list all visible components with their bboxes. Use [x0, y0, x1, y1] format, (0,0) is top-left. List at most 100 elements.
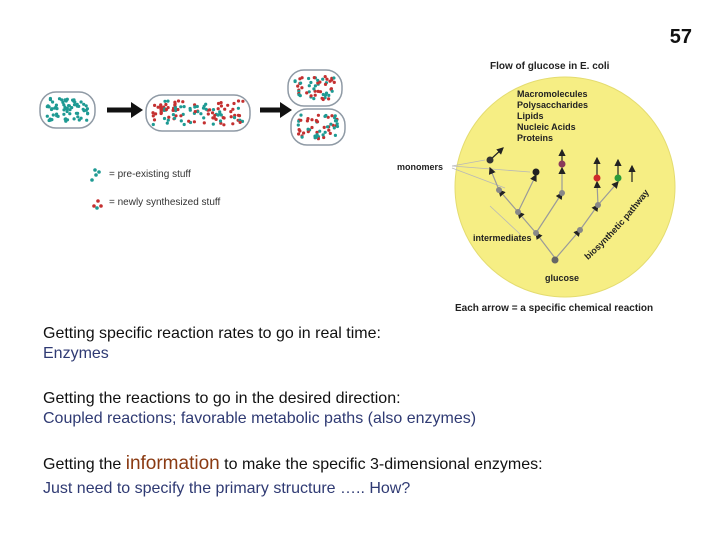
cell-dot [214, 117, 218, 121]
cell-dot [176, 107, 180, 112]
cell-dot [75, 104, 79, 108]
cell-dot [221, 116, 225, 120]
cell-dot [73, 100, 77, 104]
cell-dot [57, 97, 62, 101]
cell-dot [296, 84, 300, 88]
cell-dot [72, 103, 77, 107]
cell-dot [240, 119, 245, 123]
cell-dot [238, 120, 242, 124]
cell-dot [85, 118, 89, 122]
cell-dot [201, 106, 206, 110]
cell-dot [179, 105, 183, 109]
cell-dot [63, 98, 67, 102]
cell-dot [49, 107, 54, 112]
cell-dot [51, 100, 55, 104]
cell-circle [454, 76, 676, 298]
cell-dot [82, 102, 86, 106]
cell-dot [330, 78, 334, 82]
cell-dot [156, 105, 160, 109]
cell-dot [196, 110, 200, 114]
cell-dot [229, 110, 233, 114]
cell-dot [328, 131, 332, 135]
point-3-suffix: to make the specific 3-dimensional enzym… [219, 456, 543, 473]
cell-dot [309, 80, 313, 85]
parent-cell-dots [45, 96, 90, 123]
cell-dot [56, 114, 60, 118]
point-information: Getting the information to make the spec… [43, 454, 683, 499]
cell-dot [316, 78, 320, 82]
cell-dot [312, 87, 316, 91]
cell-dot [310, 125, 314, 130]
point-3-heading: Getting the information to make the spec… [43, 454, 683, 475]
cell-dot [327, 128, 331, 132]
cell-dot [162, 116, 167, 121]
cell-dot [159, 111, 163, 115]
cell-dot [333, 116, 337, 120]
cell-dot [164, 102, 168, 107]
cell-dot [181, 100, 185, 104]
legend-preexisting-icon [90, 168, 101, 182]
cell-dot [192, 120, 196, 124]
cell-dot [199, 112, 203, 116]
cell-dot [202, 121, 206, 125]
cell-dot [306, 130, 310, 134]
legend: = pre-existing stuff = newly synthesized… [90, 168, 220, 210]
cell-dot [47, 105, 51, 109]
cell-dot [316, 89, 320, 93]
cell-dot [187, 119, 191, 123]
cell-dot [165, 121, 169, 125]
cell-dot [321, 92, 325, 97]
cell-dot [306, 117, 310, 121]
cell-dot [300, 86, 304, 90]
cell-dot [182, 122, 186, 127]
cell-dot [70, 106, 74, 110]
cell-dot [86, 112, 90, 116]
cell-dot [223, 107, 227, 111]
cell-dot [206, 112, 210, 116]
cell-dot [313, 136, 317, 140]
cell-dot [208, 108, 212, 112]
cell-dot [297, 93, 301, 97]
glucose-flow-figure: = pre-existing stuff = newly synthesized… [39, 61, 676, 314]
cell-dot [241, 99, 245, 103]
cell-dot [218, 119, 223, 123]
cell-dot [226, 103, 230, 107]
cell-dot [297, 89, 301, 93]
point-3-prefix: Getting the [43, 456, 126, 473]
cell-dot [163, 99, 167, 103]
daughter-top-dots [293, 75, 336, 102]
glucose-flow-diagram: Flow of glucose in E. coli Macromolecule… [397, 61, 676, 314]
pathway-nodes [486, 156, 622, 264]
cell-dot [51, 113, 55, 117]
cell-dot [195, 104, 199, 109]
macro-line-5: Proteins [517, 133, 553, 143]
cell-dot [71, 98, 75, 102]
cell-dot [211, 108, 216, 112]
cell-dot [153, 103, 157, 107]
cell-dot [333, 119, 338, 123]
cell-dot [313, 84, 317, 88]
cell-dot [321, 77, 325, 81]
cell-dot [232, 101, 236, 106]
intermediates-label: intermediates [473, 233, 532, 243]
cell-dot [84, 108, 88, 112]
cell-division-illustration [39, 69, 346, 146]
cell-dot [72, 117, 76, 121]
cell-dot [327, 93, 331, 97]
cell-dot [176, 99, 181, 103]
cell-dot [232, 116, 237, 120]
cell-dot [236, 106, 240, 110]
cell-dot [310, 118, 314, 122]
cell-dot [173, 116, 177, 120]
cell-dot [293, 79, 297, 84]
cell-dot [315, 133, 319, 137]
cell-dot [332, 80, 336, 84]
cell-dot [79, 100, 83, 104]
cell-dot [300, 135, 304, 139]
cell-dot [314, 118, 318, 123]
cell-dot [302, 131, 306, 135]
cell-dot [330, 89, 334, 93]
point-reaction-direction: Getting the reactions to go in the desir… [43, 389, 683, 429]
daughter-bottom-dots [296, 113, 340, 141]
cell-dot [329, 122, 333, 126]
